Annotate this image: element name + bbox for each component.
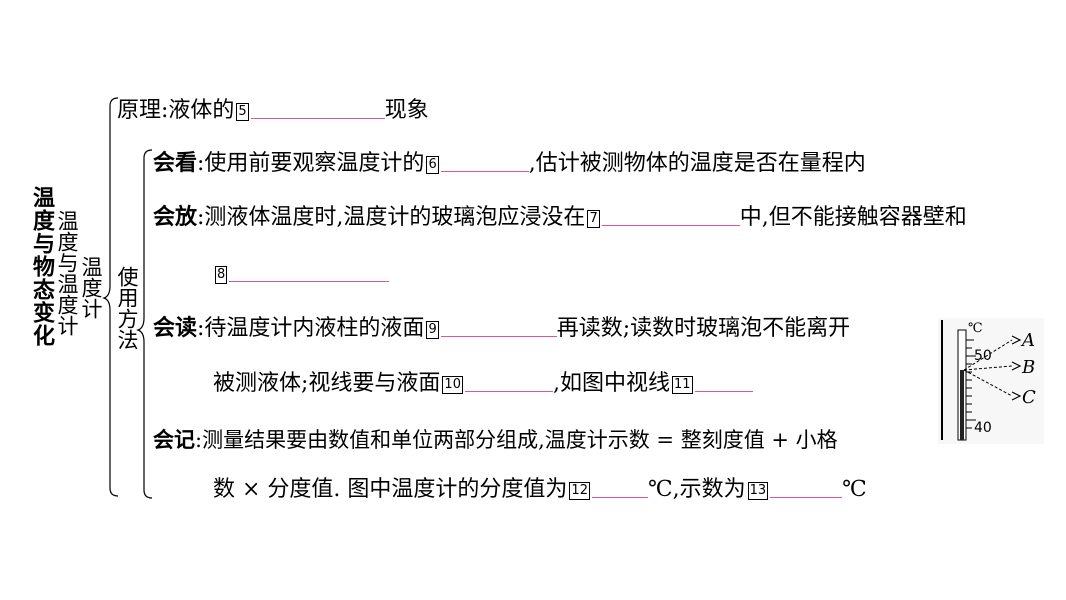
answer-blank-13[interactable] [770, 479, 843, 498]
principle-prefix: 原理:液体的 [117, 98, 235, 123]
figure-background [938, 318, 1044, 444]
blank-number-12: 12 [569, 482, 590, 500]
outer-bracket [102, 97, 119, 497]
unit-label: ℃ [968, 321, 983, 336]
sightline-a [963, 339, 1013, 371]
answer-blank-8[interactable] [229, 263, 390, 282]
look-text: :使用前要观察温度计的 [197, 151, 425, 176]
eye-icons [1011, 335, 1022, 401]
look-suffix: ,估计被测物体的温度是否在量程内 [528, 151, 866, 176]
read-key: 会读 [153, 316, 198, 341]
eye-icon-c [1011, 391, 1022, 401]
blank-number-5: 5 [236, 103, 249, 121]
inner-bracket [136, 149, 153, 499]
blank-number-6: 6 [426, 156, 439, 174]
record-key: 会记 [153, 428, 195, 452]
tick-label-top: 50 [974, 348, 992, 364]
record-line: 会记:测量结果要由数值和单位两部分组成,温度计示数 = 整刻度值 + 小格 [153, 425, 838, 455]
record-unit1: ℃,示数为 [647, 477, 746, 502]
record-line2-text: 数 × 分度值. 图中温度计的分度值为 [213, 477, 568, 502]
answer-blank-6[interactable] [440, 153, 529, 172]
place-suffix: 中,但不能接触容器壁和 [739, 205, 967, 230]
blank-number-11: 11 [671, 376, 693, 394]
read-suffix: 再读数;读数时玻璃泡不能离开 [556, 316, 851, 341]
answer-blank-10[interactable] [464, 373, 553, 392]
answer-blank-9[interactable] [440, 318, 557, 337]
look-key: 会看 [153, 151, 198, 176]
place-text: :测液体温度时,温度计的玻璃泡应浸没在 [197, 205, 586, 230]
blank-number-13: 13 [747, 482, 769, 500]
topic-label: 温度与物态变化 [29, 186, 54, 347]
record-text: :测量结果要由数值和单位两部分组成,温度计示数 = 整刻度值 + 小格 [195, 428, 838, 452]
blank-number-9: 9 [426, 321, 439, 339]
read-line2-text: 被测液体;视线要与液面 [213, 371, 441, 396]
answer-blank-12[interactable] [591, 479, 648, 498]
liquid-column [960, 370, 964, 440]
tick-label-bottom: 40 [974, 420, 992, 436]
principle-suffix: 现象 [384, 98, 429, 123]
sightline-label-b: B [1021, 357, 1035, 378]
eye-icon-a [1011, 335, 1022, 345]
sightline-c [963, 369, 1013, 397]
blank-number-7: 7 [587, 210, 600, 228]
sightline-b [963, 365, 1013, 371]
record-unit2: ℃ [842, 477, 867, 502]
thermometer-label: 温度计 [79, 256, 103, 319]
blank-number-8: 8 [215, 266, 228, 284]
read-mid: ,如图中视线 [552, 371, 670, 396]
usage-method-label: 使用方法 [115, 266, 139, 350]
answer-blank-7[interactable] [601, 207, 740, 226]
place-key: 会放 [153, 205, 198, 230]
answer-blank-11[interactable] [694, 373, 753, 392]
sightline-label-a: A [1020, 330, 1035, 351]
sightline-label-c: C [1022, 387, 1036, 408]
scale-ticks [966, 339, 976, 429]
place-line-2: 8 [213, 259, 390, 289]
sightlines [963, 339, 1013, 397]
subtopic-label: 温度与温度计 [55, 210, 79, 336]
blank-number-10: 10 [442, 376, 463, 394]
read-text: :待温度计内液柱的液面 [197, 316, 425, 341]
eye-icon-b [1011, 361, 1022, 371]
answer-blank-5[interactable] [250, 100, 385, 119]
